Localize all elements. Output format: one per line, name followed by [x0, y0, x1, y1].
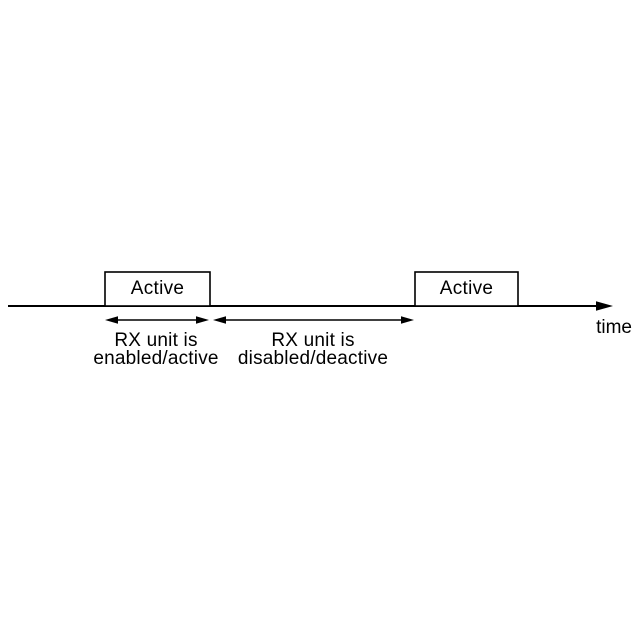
disabled-arrowhead-left-icon — [213, 316, 226, 324]
active-pulse-box-1 — [104, 271, 211, 307]
time-axis-label: time — [596, 317, 632, 338]
disabled-interval-label-line2: disabled/deactive — [237, 348, 389, 369]
active-box-label-2: Active — [439, 278, 494, 299]
disabled-arrowhead-right-icon — [401, 316, 414, 324]
enabled-arrowhead-left-icon — [105, 316, 118, 324]
enabled-interval-label-line1: RX unit is — [114, 330, 198, 351]
active-box-label-1: Active — [130, 278, 185, 299]
disabled-interval-label-line1: RX unit is — [271, 330, 355, 351]
enabled-interval-label: RX unit is enabled/active — [76, 330, 236, 369]
disabled-interval-label: RX unit is disabled/deactive — [233, 330, 393, 369]
disabled-interval-arrow — [213, 316, 414, 324]
time-axis-arrowhead-icon — [596, 301, 613, 311]
enabled-interval-label-line2: enabled/active — [93, 348, 219, 369]
enabled-interval-arrow — [105, 316, 209, 324]
active-pulse-box-2 — [414, 271, 519, 307]
enabled-arrowhead-right-icon — [196, 316, 209, 324]
